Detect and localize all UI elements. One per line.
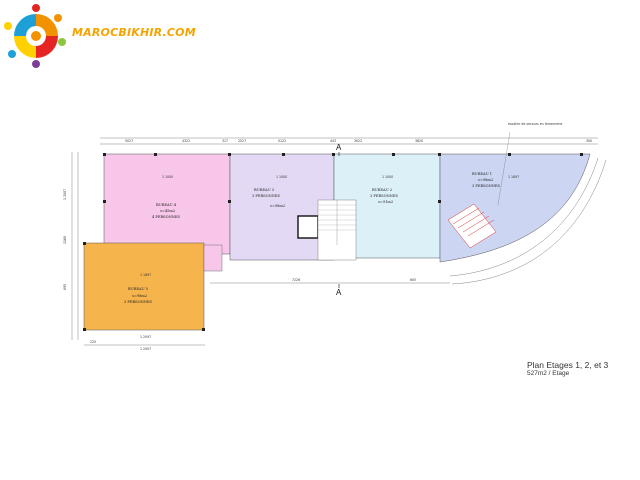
dim-label: 605 — [410, 278, 416, 282]
office-area: s=98m2 — [270, 204, 285, 208]
office-name: BUREAU 1 — [472, 172, 492, 176]
left-dimensions: 1 2007 1160 895 — [63, 189, 67, 290]
office-3-label: BUREAU 3 3 PERSONNES s=98m2 — [252, 188, 285, 208]
dim-label: 1 1000 — [162, 175, 173, 179]
dim-label: 1 1897 — [508, 175, 519, 179]
office-area: s=91m2 — [378, 200, 393, 204]
dim-label: 7226 — [292, 278, 300, 282]
office-people: 3 PERSONNES — [472, 184, 500, 188]
office-people: 3 PERSONNES — [252, 194, 280, 198]
plan-caption-title: Plan Etages 1, 2, et 3 — [527, 360, 609, 370]
office-name: BUREAU 2 — [372, 188, 392, 192]
dim-label: 317 — [222, 139, 228, 143]
dim-label: 1 1000 — [276, 175, 287, 179]
escalier-note: escalier de secours en ferronnerie — [508, 122, 562, 126]
office-name: BUREAU 4 — [156, 203, 177, 207]
plan-caption-area: 527m2 / Etage — [527, 370, 570, 377]
outer-dimension-lines — [71, 137, 607, 346]
dim-label: 1 2097 — [140, 335, 151, 339]
office-1-area — [439, 153, 591, 263]
emergency-stair — [447, 203, 497, 249]
brand-name: MAROCBIKHIR.COM — [72, 26, 196, 39]
section-markers: A A — [336, 143, 342, 297]
office-3-area — [229, 153, 335, 261]
office-people: 3 PERSONNES — [124, 300, 152, 304]
landing-area — [203, 244, 223, 272]
dim-label: 4322 — [182, 139, 190, 143]
dim-label: 5027 — [125, 139, 133, 143]
dim-label: 895 — [63, 284, 67, 290]
office-1-label: BUREAU 1 s=98m2 3 PERSONNES — [472, 172, 500, 188]
dim-label: 1 2007 — [140, 347, 151, 351]
office-4-label: BUREAU 4 s=45m2 4 PERSONNES — [152, 203, 180, 219]
bottom-dimensions: 225 7226 605 1 2007 — [90, 278, 416, 351]
logo-people — [4, 4, 66, 68]
office-area: s=98m2 — [132, 294, 147, 298]
inner-dimensions: 1 1000 1 1000 1 1000 1 1897 1 1897 1 209… — [140, 175, 519, 339]
dim-label: 443 — [330, 139, 336, 143]
dim-label: 2527 — [238, 139, 246, 143]
office-people: 3 PERSONNES — [370, 194, 398, 198]
office-5-label: BUREAU 5 s=98m2 3 PERSONNES — [124, 287, 152, 304]
office-name: BUREAU 3 — [254, 188, 275, 192]
dim-label: 5122 — [278, 139, 286, 143]
top-dimensions: 5027 4322 317 2527 5122 443 3022 3820 30… — [125, 139, 592, 143]
escalier-leader-line — [497, 131, 511, 206]
office-4-area — [103, 153, 231, 255]
office-area: s=98m2 — [478, 178, 493, 182]
office-name: BUREAU 5 — [128, 287, 149, 291]
dim-label: 1 1000 — [382, 175, 393, 179]
dim-label: 3820 — [415, 139, 423, 143]
dim-label: 300 — [586, 139, 592, 143]
structure — [83, 153, 583, 331]
dim-label: 1 2007 — [63, 189, 67, 200]
office-2-label: BUREAU 2 3 PERSONNES s=91m2 — [370, 188, 398, 204]
office-area: s=45m2 — [160, 209, 175, 213]
office-5-area — [83, 242, 205, 331]
section-marker-bottom: A — [336, 288, 342, 297]
section-marker-top: A — [336, 143, 342, 152]
stair-core — [297, 199, 357, 261]
office-people: 4 PERSONNES — [152, 215, 180, 219]
dim-label: 1 1897 — [140, 273, 151, 277]
dim-label: 1160 — [63, 236, 67, 244]
marocbikhir-logo — [4, 4, 66, 68]
dim-label: 225 — [90, 340, 96, 344]
logo-ring — [14, 14, 58, 58]
dim-label: 3022 — [354, 139, 362, 143]
